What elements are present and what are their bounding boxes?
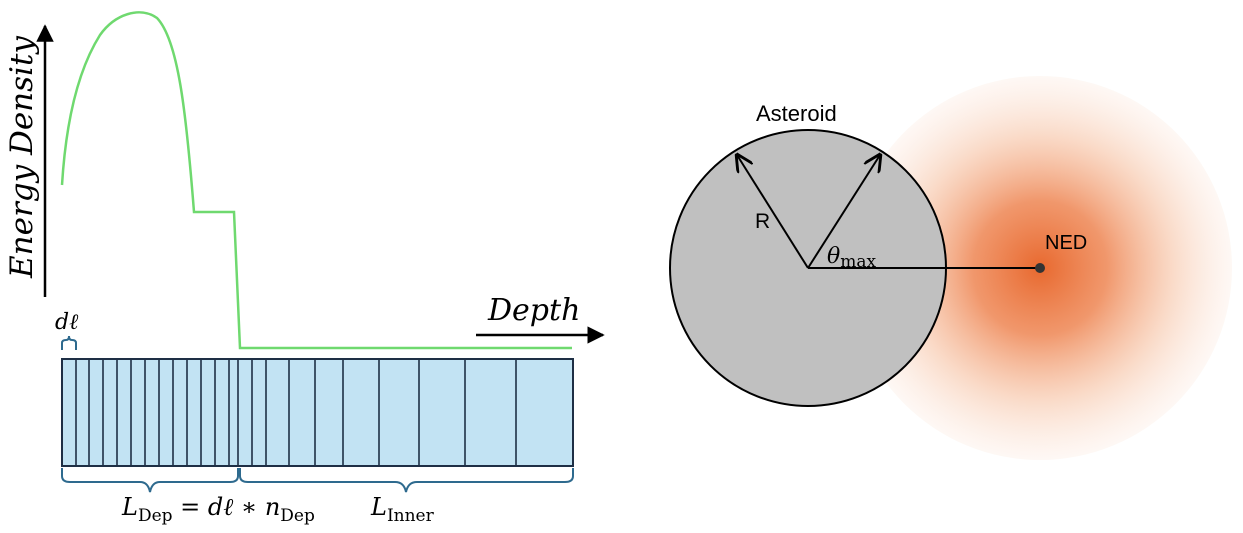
theta-max-arrow [807, 155, 880, 269]
cell-dividers [75, 359, 517, 466]
energy-depth-panel: Energy Density Depth dℓ LDep = dℓ ∗ nDep… [4, 11, 605, 526]
depth-axis-label: Depth [487, 293, 580, 328]
cell-width-brace [61, 335, 77, 350]
ned-point [1035, 263, 1045, 273]
radius-label: R [755, 210, 770, 233]
ned-label: NED [1045, 232, 1087, 254]
dep-length-brace [61, 468, 239, 493]
energy-axis-label: Energy Density [4, 36, 40, 279]
asteroid-label: Asteroid [756, 101, 837, 126]
cell-width-label: dℓ [55, 310, 79, 335]
cell-strip [61, 358, 574, 467]
asteroid-ned-panel: Asteroid R θmax NED [669, 76, 1232, 460]
inner-length-brace [239, 468, 574, 493]
radius-arrow [737, 155, 809, 269]
inner-length-label: LInner [370, 493, 435, 526]
energy-density-curve [60, 11, 572, 350]
dep-length-label: LDep = dℓ ∗ nDep [121, 493, 315, 526]
